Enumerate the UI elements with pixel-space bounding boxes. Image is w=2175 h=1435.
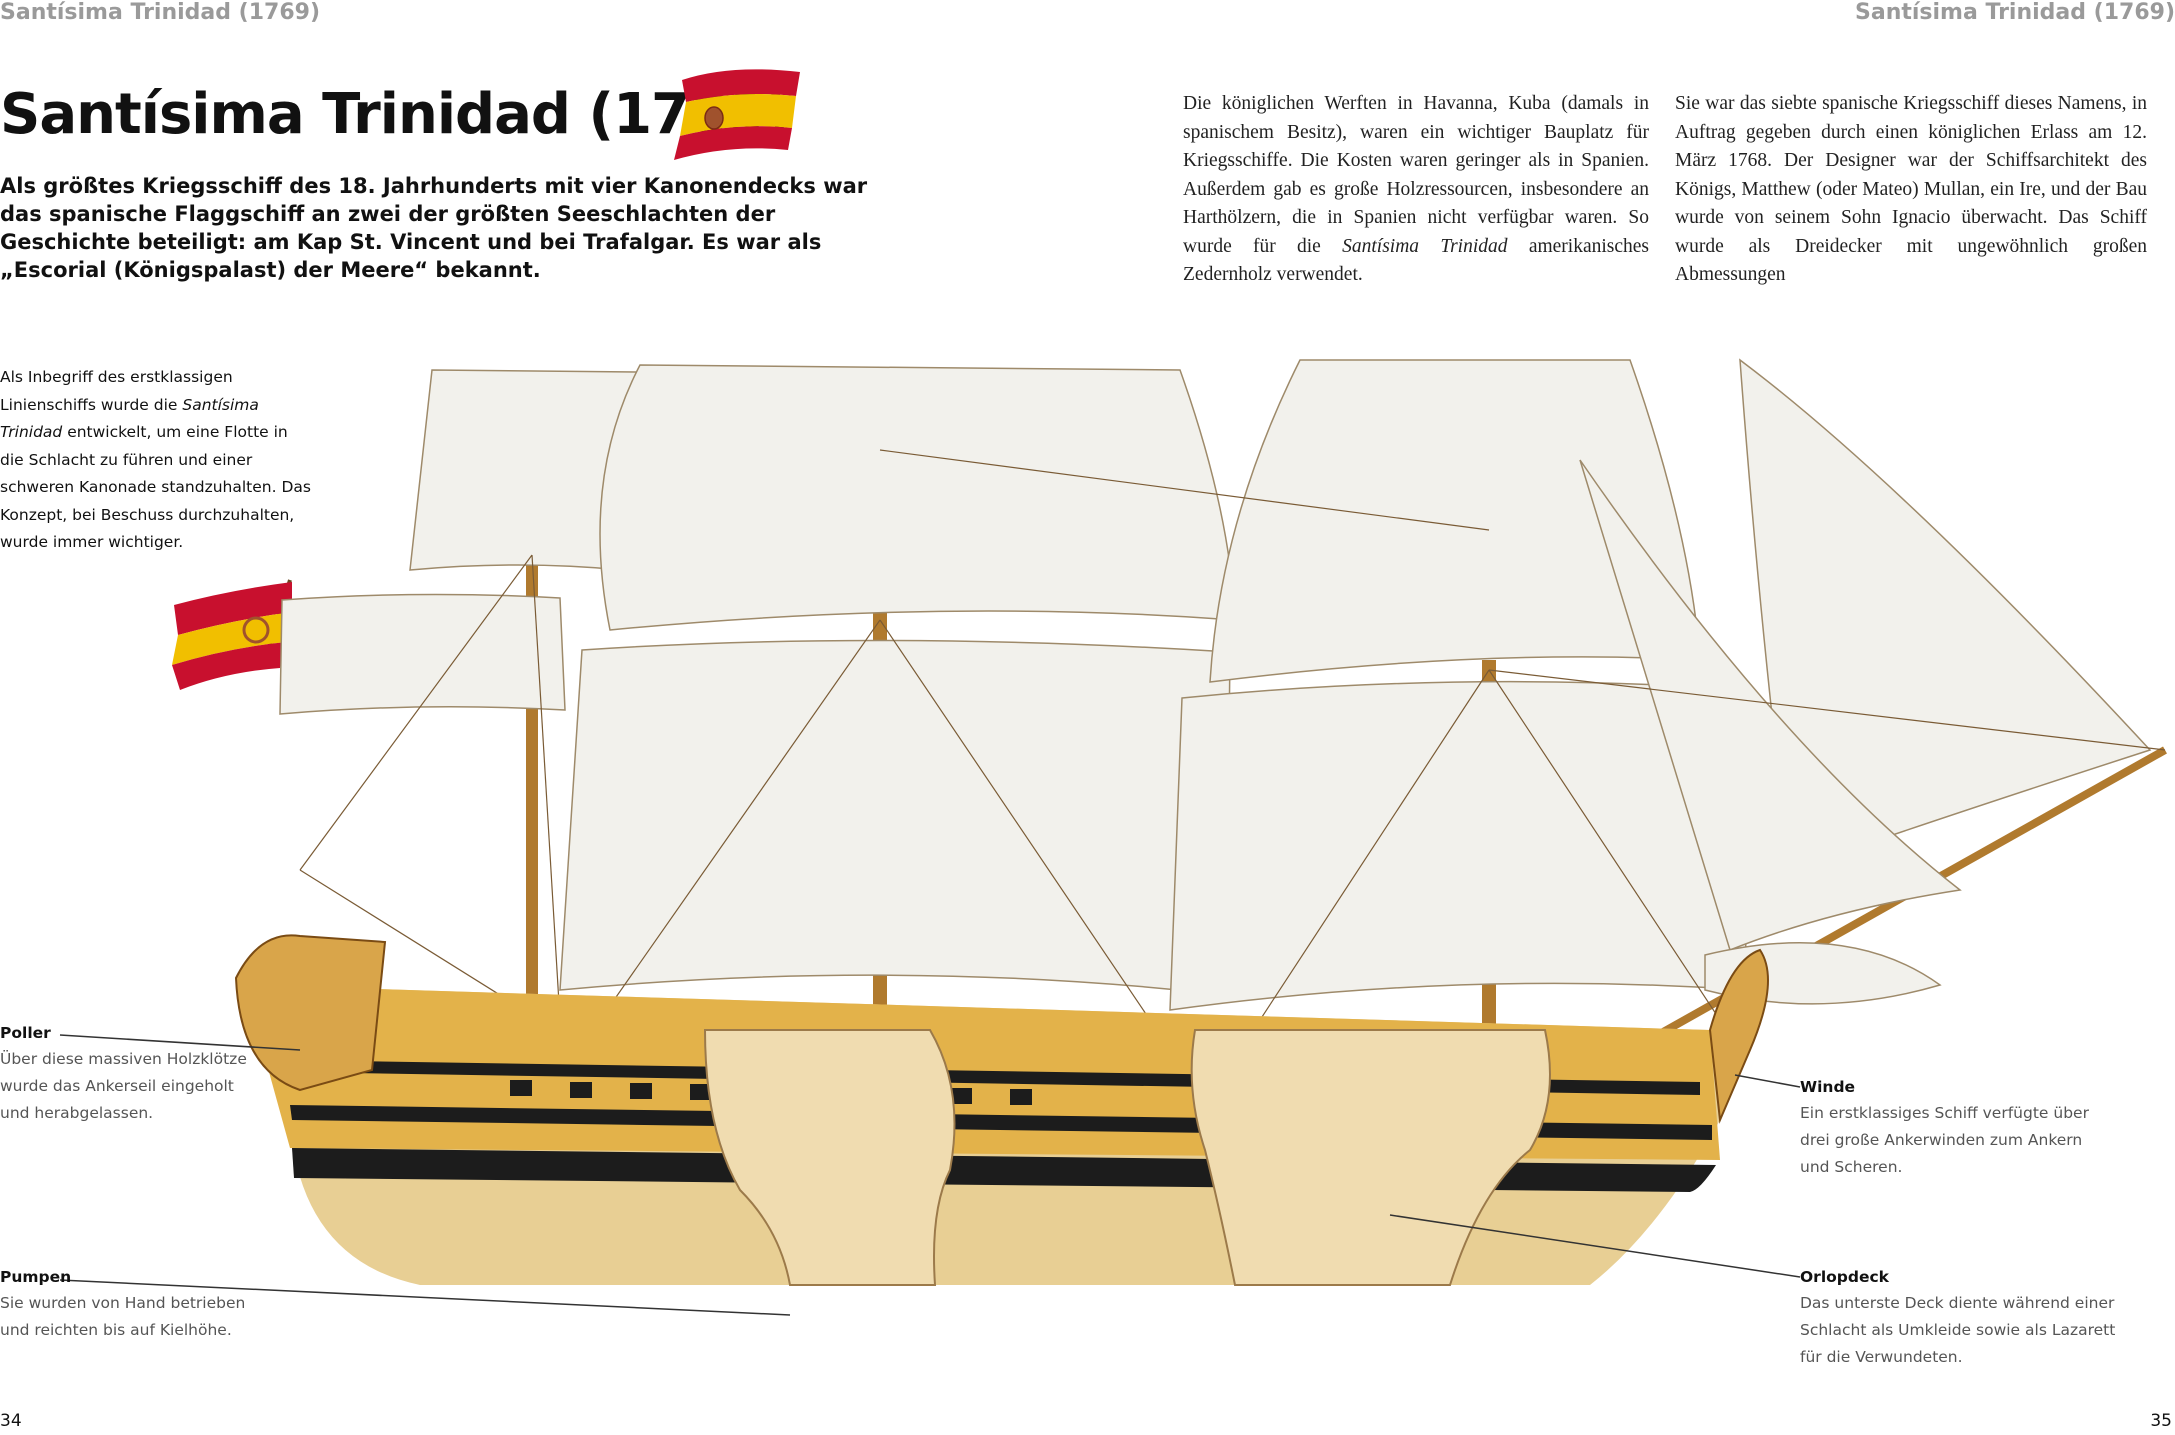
callout-poller: Poller Über diese massiven Holzklötze wu…: [0, 1024, 260, 1127]
callout-body: Sie wurden von Hand betrieben und reicht…: [0, 1294, 246, 1339]
callout-leaders: [59, 1034, 1801, 1316]
sails: [279, 358, 2152, 1011]
callout-winde: Winde Ein erstklassiges Schiff verfügte …: [1800, 1078, 2090, 1181]
callout-orlopdeck: Orlopdeck Das unterste Deck diente währe…: [1800, 1268, 2120, 1371]
callout-body: Ein erstklassiges Schiff verfügte über d…: [1800, 1104, 2089, 1176]
body-column-left: Die königlichen Werften in Havanna, Kuba…: [1183, 93, 1650, 285]
callout-pumpen: Pumpen Sie wurden von Hand betrieben und…: [0, 1268, 260, 1344]
page-number-left: 34: [0, 1411, 22, 1431]
page-title: Santísima Trinidad (1769): [0, 82, 791, 147]
stern-flag-icon: [172, 579, 292, 690]
callout-heading: Poller: [0, 1024, 51, 1042]
intro-paragraph: Als größtes Kriegsschiff des 18. Jahrhun…: [0, 174, 868, 282]
running-head-left: Santísima Trinidad (1769): [0, 0, 320, 25]
callout-body: Das unterste Deck diente während einer S…: [1800, 1294, 2116, 1366]
side-note: Als Inbegriff des erstklassigen Liniensc…: [0, 368, 311, 551]
ship-hull: [234, 934, 1769, 1286]
spanish-flag-icon: [674, 69, 800, 160]
callout-body: Über diese massiven Holzklötze wurde das…: [0, 1050, 247, 1122]
ship-illustration: [59, 358, 2167, 1316]
body-column-right: Sie war das siebte spanische Kriegsschif…: [1675, 93, 2147, 285]
callout-heading: Winde: [1800, 1078, 1856, 1096]
running-head-right: Santísima Trinidad (1769): [1855, 0, 2175, 25]
callout-heading: Orlopdeck: [1800, 1268, 1889, 1286]
page-number-right: 35: [2150, 1411, 2172, 1431]
callout-heading: Pumpen: [0, 1268, 72, 1286]
